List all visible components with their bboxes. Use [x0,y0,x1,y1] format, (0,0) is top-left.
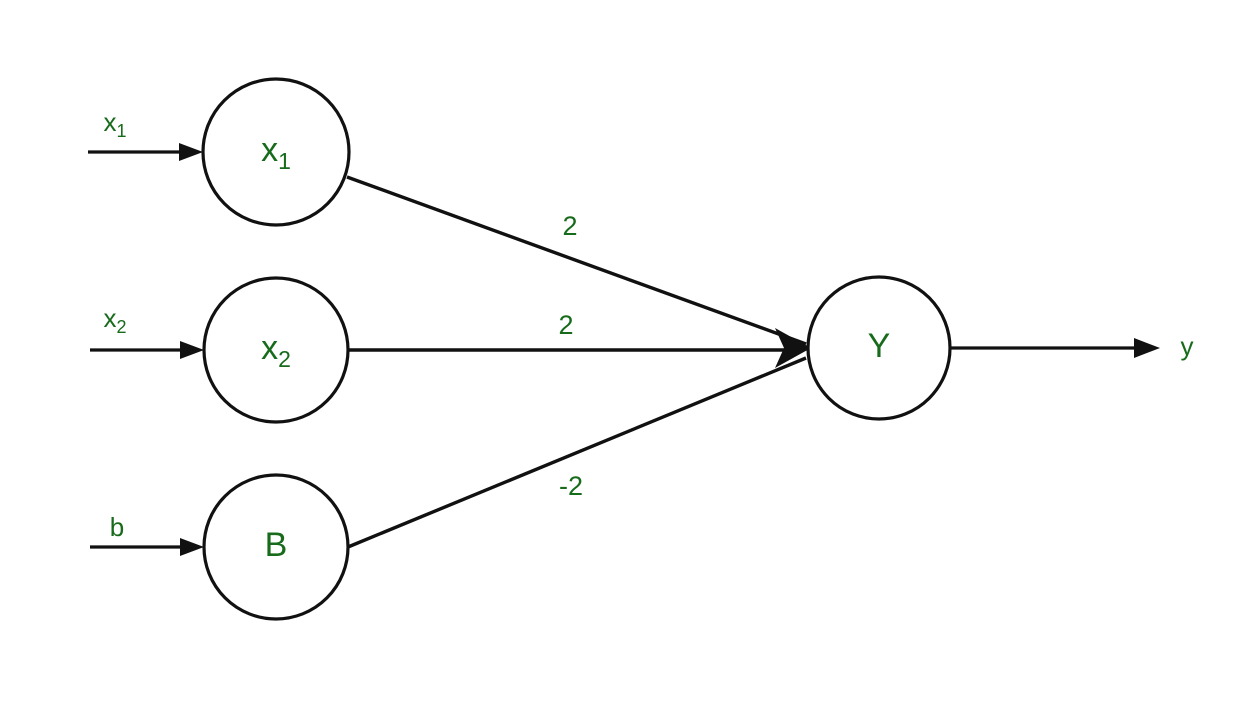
input-label-x1: x1 [103,107,126,141]
node-y-label: Y [868,327,891,365]
node-x1-circle[interactable] [201,77,351,227]
edge-bias-y-weight-label: -2 [559,471,583,501]
input-arrow-x2-head [180,341,204,359]
node-y-circle[interactable] [806,275,952,421]
edge-bias-y-line [347,356,807,549]
edge-x1-y [346,175,807,346]
input-label-b: b [110,512,124,542]
node-bias-circle[interactable] [202,473,350,621]
edge-convergence-arrowhead [775,328,811,368]
input-arrow-x2 [90,341,204,359]
output-arrow-y [950,338,1160,358]
input-arrow-x1-head [179,143,203,161]
edge-bias-y [347,356,807,549]
node-bias-label: B [265,526,288,564]
input-label-x2: x2 [103,303,126,337]
edge-x2-y-weight-label: 2 [558,310,573,340]
input-arrow-b-head [180,538,204,556]
input-arrow-x1 [88,143,203,161]
input-arrow-b [90,538,204,556]
edge-x1-y-weight-label: 2 [562,211,577,241]
node-x2-label: x2 [261,329,291,372]
output-arrow-y-head [1134,338,1160,358]
node-x1-label: x1 [261,131,291,174]
output-label-y: y [1181,331,1194,361]
node-x2-circle[interactable] [202,276,350,424]
edge-x1-y-line [346,175,807,346]
